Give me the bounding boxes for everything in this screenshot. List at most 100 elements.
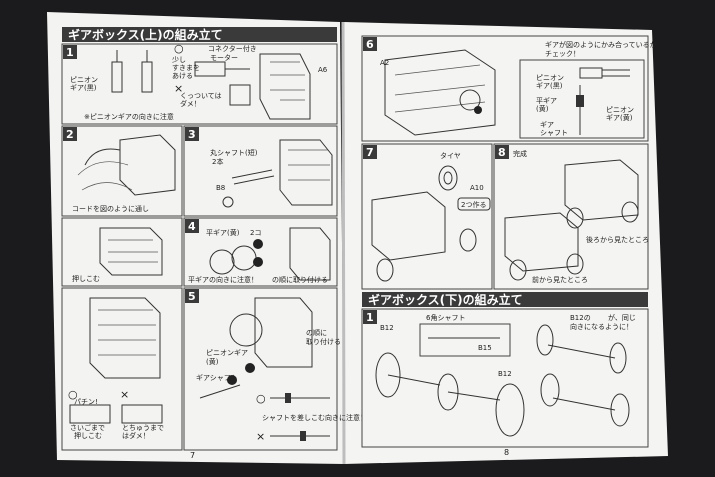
- pinion-gear-illustration: [199, 297, 330, 441]
- left-header-title: ギアボックス(上)の組み立て: [68, 27, 223, 42]
- caption: 平ギアの向きに注意！: [188, 275, 258, 284]
- caption: ギア: [540, 121, 554, 129]
- caption: の順に: [306, 329, 327, 337]
- ng-symbol: ×: [120, 388, 129, 401]
- spine: [341, 21, 346, 465]
- caption: ギアシャフト: [196, 374, 238, 382]
- step-number-1: 1: [66, 46, 74, 59]
- caption: が、同じ: [608, 313, 636, 322]
- caption: あける: [172, 72, 193, 80]
- shaft-illustration: [222, 139, 333, 208]
- step-number-2: 2: [66, 128, 74, 141]
- step-number-7: 7: [366, 146, 374, 159]
- caption: A10: [470, 184, 484, 192]
- right-page: [344, 22, 668, 464]
- caption: 6角シャフト: [426, 313, 465, 322]
- ok-symbol: ○: [174, 42, 184, 55]
- step-badge-5: [185, 289, 199, 303]
- caption: コードを図のように通し: [72, 204, 149, 213]
- step-box-7: [361, 143, 493, 290]
- caption: ギア(黒): [536, 82, 563, 90]
- lower-gear-illustration: [375, 323, 630, 437]
- right-header-title: ギアボックス(下)の組み立て: [368, 292, 523, 307]
- step-box-push: [61, 287, 183, 451]
- make-two-badge: [457, 197, 491, 211]
- completed-car-illustration: [504, 159, 639, 281]
- left-page: [47, 12, 344, 464]
- spur-gear-illustration: [209, 227, 331, 281]
- caption: 平ギア(黄): [206, 228, 240, 237]
- caption: とちゅうまで: [122, 424, 164, 432]
- caption: A6: [318, 66, 328, 74]
- caption: シャフトを差しこむ向きに注意！: [262, 413, 367, 422]
- caption: さいごまで: [70, 423, 105, 432]
- caption: 2つ作る: [461, 200, 486, 209]
- caption: ピニオン: [606, 106, 634, 114]
- step-number-6: 6: [366, 38, 374, 51]
- caption: コネクター付き: [208, 44, 257, 53]
- caption: ピニオン: [70, 76, 98, 84]
- gearbox-illustration: [99, 227, 163, 276]
- caption: モーター: [210, 53, 238, 62]
- caption: ギア(黒): [70, 84, 97, 92]
- caption: (黄): [536, 104, 549, 113]
- caption: ダメ！: [180, 99, 201, 108]
- caption: 向きになるように！: [570, 322, 633, 331]
- tire-illustration: [371, 165, 477, 282]
- right-page-number: 8: [504, 448, 509, 457]
- caption: B15: [478, 344, 492, 352]
- step-number-4: 4: [188, 220, 196, 233]
- gear-mesh-illustration: [384, 49, 645, 139]
- caption: 2本: [212, 157, 223, 166]
- step-badge-2: [63, 127, 77, 141]
- step-number-5: 5: [188, 290, 196, 303]
- ok-symbol: ○: [256, 392, 266, 405]
- caption: ギア(黄): [606, 113, 633, 122]
- step-number-8: 8: [498, 146, 506, 159]
- gearbox-housing-illustration: [69, 297, 163, 424]
- step-box-8: [493, 143, 649, 290]
- ng-symbol: ×: [174, 82, 183, 95]
- caption: 完成: [513, 149, 527, 158]
- caption: ピニオン: [536, 74, 564, 82]
- step-badge-1: [63, 45, 77, 59]
- caption: ピニオンギア: [206, 349, 248, 357]
- step-badge-6: [363, 37, 377, 51]
- caption: B12の: [570, 314, 591, 322]
- right-header-bar: [362, 292, 648, 307]
- caption: 平ギア: [536, 97, 557, 105]
- caption: はダメ！: [122, 431, 150, 440]
- hand-wiring-illustration: [77, 134, 176, 196]
- step-box-4: [183, 217, 338, 287]
- left-header-bar: [62, 27, 337, 42]
- step-number-3: 3: [188, 128, 196, 141]
- caption: 押しこむ: [74, 431, 102, 440]
- step-box-2: [61, 125, 183, 217]
- caption: タイヤ: [440, 151, 461, 160]
- caption: すきまを: [172, 64, 200, 72]
- caption: 後ろから見たところ: [586, 235, 649, 244]
- caption: (黄): [206, 357, 219, 366]
- caption: シャフト: [540, 129, 568, 137]
- caption: B12: [380, 324, 394, 332]
- caption: ※ピニオンギアの向きに注意: [84, 112, 174, 121]
- caption: 少し: [172, 56, 186, 64]
- step-box-6: [361, 35, 649, 142]
- step-badge-4: [185, 219, 199, 233]
- step-box-2b: [61, 217, 183, 287]
- step-box-1: [61, 43, 338, 125]
- caption: 丸シャフト(短): [210, 148, 258, 157]
- left-page-number: 7: [190, 451, 195, 460]
- step-box-lower-1: [361, 308, 649, 448]
- step-badge-lower-1: [363, 310, 377, 324]
- caption: ギアが図のようにかみ合っているか: [545, 40, 657, 49]
- step-box-3: [183, 125, 338, 217]
- caption: 取り付ける: [306, 337, 341, 346]
- caption: 押しこむ: [72, 274, 100, 283]
- step-badge-3: [185, 127, 199, 141]
- ng-symbol: ×: [256, 430, 265, 443]
- step-box-5: [183, 287, 338, 451]
- ok-symbol: ○: [68, 388, 78, 401]
- caption: チェック！: [545, 50, 580, 58]
